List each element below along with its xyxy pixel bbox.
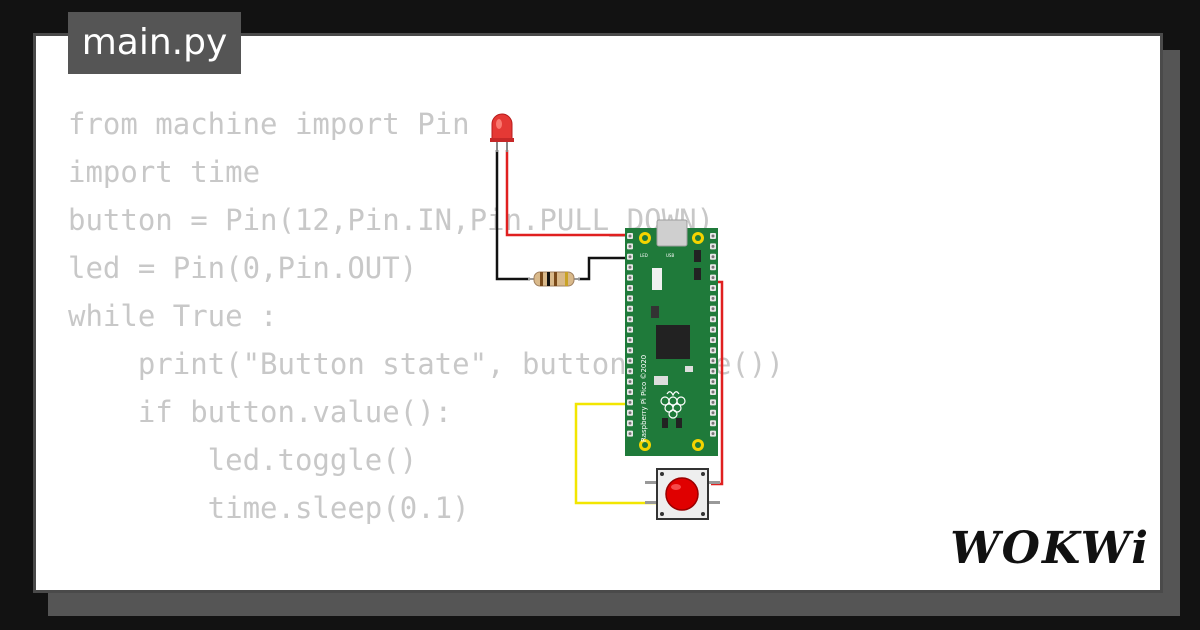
code-preview: from machine import Pin import time button… [68, 100, 784, 532]
code-line-3: button = Pin(12,Pin.IN,Pin.PULL_DOWN) [68, 203, 715, 237]
code-line-2: import time [68, 155, 261, 189]
code-line-6: print("Button state", button.value()) [68, 347, 784, 381]
code-line-8: led.toggle() [68, 443, 418, 477]
file-tab[interactable]: main.py [68, 12, 241, 74]
code-line-5: while True : [68, 299, 278, 333]
code-line-4: led = Pin(0,Pin.OUT) [68, 251, 418, 285]
code-line-9: time.sleep(0.1) [68, 491, 470, 525]
code-line-7: if button.value(): [68, 395, 453, 429]
wokwi-logo: WOKWi [950, 523, 1150, 574]
code-line-1: from machine import Pin [68, 107, 470, 141]
